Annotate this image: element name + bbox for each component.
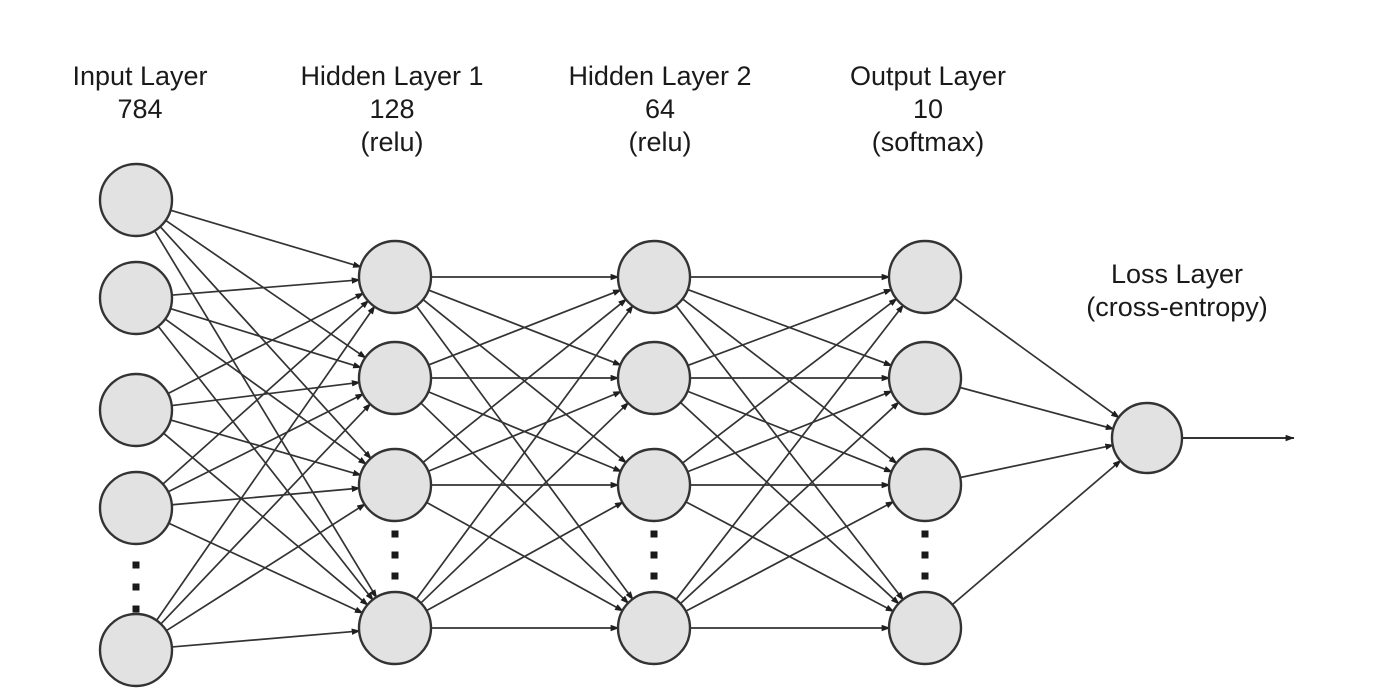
edge-hidden2-to-output (684, 500, 895, 613)
node-hidden1-1[interactable] (357, 239, 433, 315)
layer-activation: (softmax) (871, 127, 985, 157)
edge-input-to-hidden1 (169, 307, 363, 369)
layer-activation: (cross-entropy) (1086, 292, 1268, 322)
node-input-5[interactable] (98, 612, 174, 688)
layer-units: 128 (369, 94, 415, 124)
ellipsis-dot-output-3 (921, 572, 929, 580)
layer-activation: (relu) (360, 127, 424, 157)
edge-hidden2-to-output (686, 390, 894, 473)
layer-name: Loss Layer (1110, 259, 1244, 289)
ellipsis-dot-hidden1-2 (391, 551, 399, 559)
edge-hidden2-to-output (679, 401, 900, 605)
ellipsis-dot-hidden2-1 (650, 530, 658, 538)
layer-name: Output Layer (849, 61, 1007, 91)
ellipsis-dot-input-2 (132, 583, 140, 591)
layer-units: 784 (117, 94, 163, 124)
node-output-2[interactable] (887, 340, 963, 416)
node-hidden1-4[interactable] (357, 590, 433, 666)
node-output-4[interactable] (887, 590, 963, 666)
node-hidden1-2[interactable] (357, 340, 433, 416)
layer-activation: (relu) (628, 127, 692, 157)
edge-hidden1-to-hidden2 (419, 401, 630, 605)
edge-input-to-hidden1 (153, 229, 378, 599)
edge-output-to-loss (952, 296, 1120, 419)
edge-hidden1-to-hidden2 (415, 304, 634, 601)
nodes-group (98, 162, 1184, 688)
ellipsis-dot-hidden1-1 (391, 530, 399, 538)
edge-output-to-loss (959, 443, 1115, 479)
ellipsis-dot-output-2 (921, 551, 929, 559)
edge-hidden1-to-hidden2 (427, 390, 623, 473)
edge-input-to-hidden1 (155, 305, 376, 622)
node-input-3[interactable] (98, 372, 174, 448)
edge-hidden1-to-hidden2 (421, 298, 628, 464)
layer-label-input: Input Layer 784 (0, 60, 830, 126)
ellipsis-dot-hidden2-3 (650, 572, 658, 580)
node-output-1[interactable] (887, 239, 963, 315)
edge-input-to-hidden1 (170, 485, 361, 506)
ellipsis-dot-input-3 (132, 605, 140, 613)
node-hidden2-3[interactable] (616, 447, 692, 523)
edge-input-to-hidden1 (165, 503, 366, 632)
edge-input-to-hidden1 (169, 209, 363, 268)
edge-input-to-hidden1 (158, 225, 373, 460)
node-input-4[interactable] (98, 470, 174, 546)
edge-hidden1-to-hidden2 (425, 501, 624, 612)
edge-hidden2-to-output (686, 288, 893, 367)
node-loss-1[interactable] (1110, 401, 1184, 475)
edge-input-to-hidden1 (164, 219, 367, 359)
node-input-1[interactable] (98, 162, 174, 238)
ellipsis-group (132, 530, 929, 613)
node-input-2[interactable] (98, 260, 174, 336)
edge-output-to-loss (958, 386, 1115, 431)
edge-input-to-hidden1 (162, 431, 369, 607)
layer-name: Hidden Layer 1 (300, 61, 484, 91)
layer-name: Input Layer (72, 61, 208, 91)
node-hidden2-2[interactable] (616, 340, 692, 416)
layer-label-hidden1: Hidden Layer 1 128 (relu) (0, 60, 1082, 159)
edge-input-to-hidden1 (170, 277, 361, 297)
ellipsis-dot-output-1 (921, 530, 929, 538)
ellipsis-dot-hidden2-2 (650, 551, 658, 559)
layer-label-output: Output Layer 10 (softmax) (239, 60, 1379, 159)
edge-input-to-hidden1 (161, 299, 370, 486)
edges-group (153, 209, 1122, 648)
layer-units: 10 (912, 94, 944, 124)
layer-label-loss: Loss Layer (cross-entropy) (488, 258, 1379, 324)
layer-label-hidden2: Hidden Layer 2 64 (relu) (0, 60, 1350, 159)
node-hidden2-4[interactable] (616, 590, 692, 666)
edge-input-to-hidden1 (170, 628, 361, 648)
layer-units: 64 (644, 94, 676, 124)
ellipsis-dot-hidden1-3 (391, 572, 399, 580)
edge-output-to-loss (951, 459, 1122, 606)
node-hidden1-3[interactable] (357, 447, 433, 523)
edge-input-to-hidden1 (159, 402, 372, 626)
edge-hidden2-to-output (674, 304, 905, 601)
node-output-3[interactable] (887, 447, 963, 523)
node-hidden2-1[interactable] (616, 239, 692, 315)
edge-input-to-hidden1 (169, 418, 362, 477)
edge-hidden2-to-output (681, 297, 898, 465)
edge-input-to-hidden1 (166, 392, 365, 494)
ellipsis-dot-input-1 (132, 561, 140, 569)
edge-hidden1-to-hidden2 (427, 288, 622, 367)
edge-input-to-hidden1 (166, 292, 365, 395)
layer-name: Hidden Layer 2 (568, 61, 752, 91)
edge-input-to-hidden1 (170, 380, 361, 407)
